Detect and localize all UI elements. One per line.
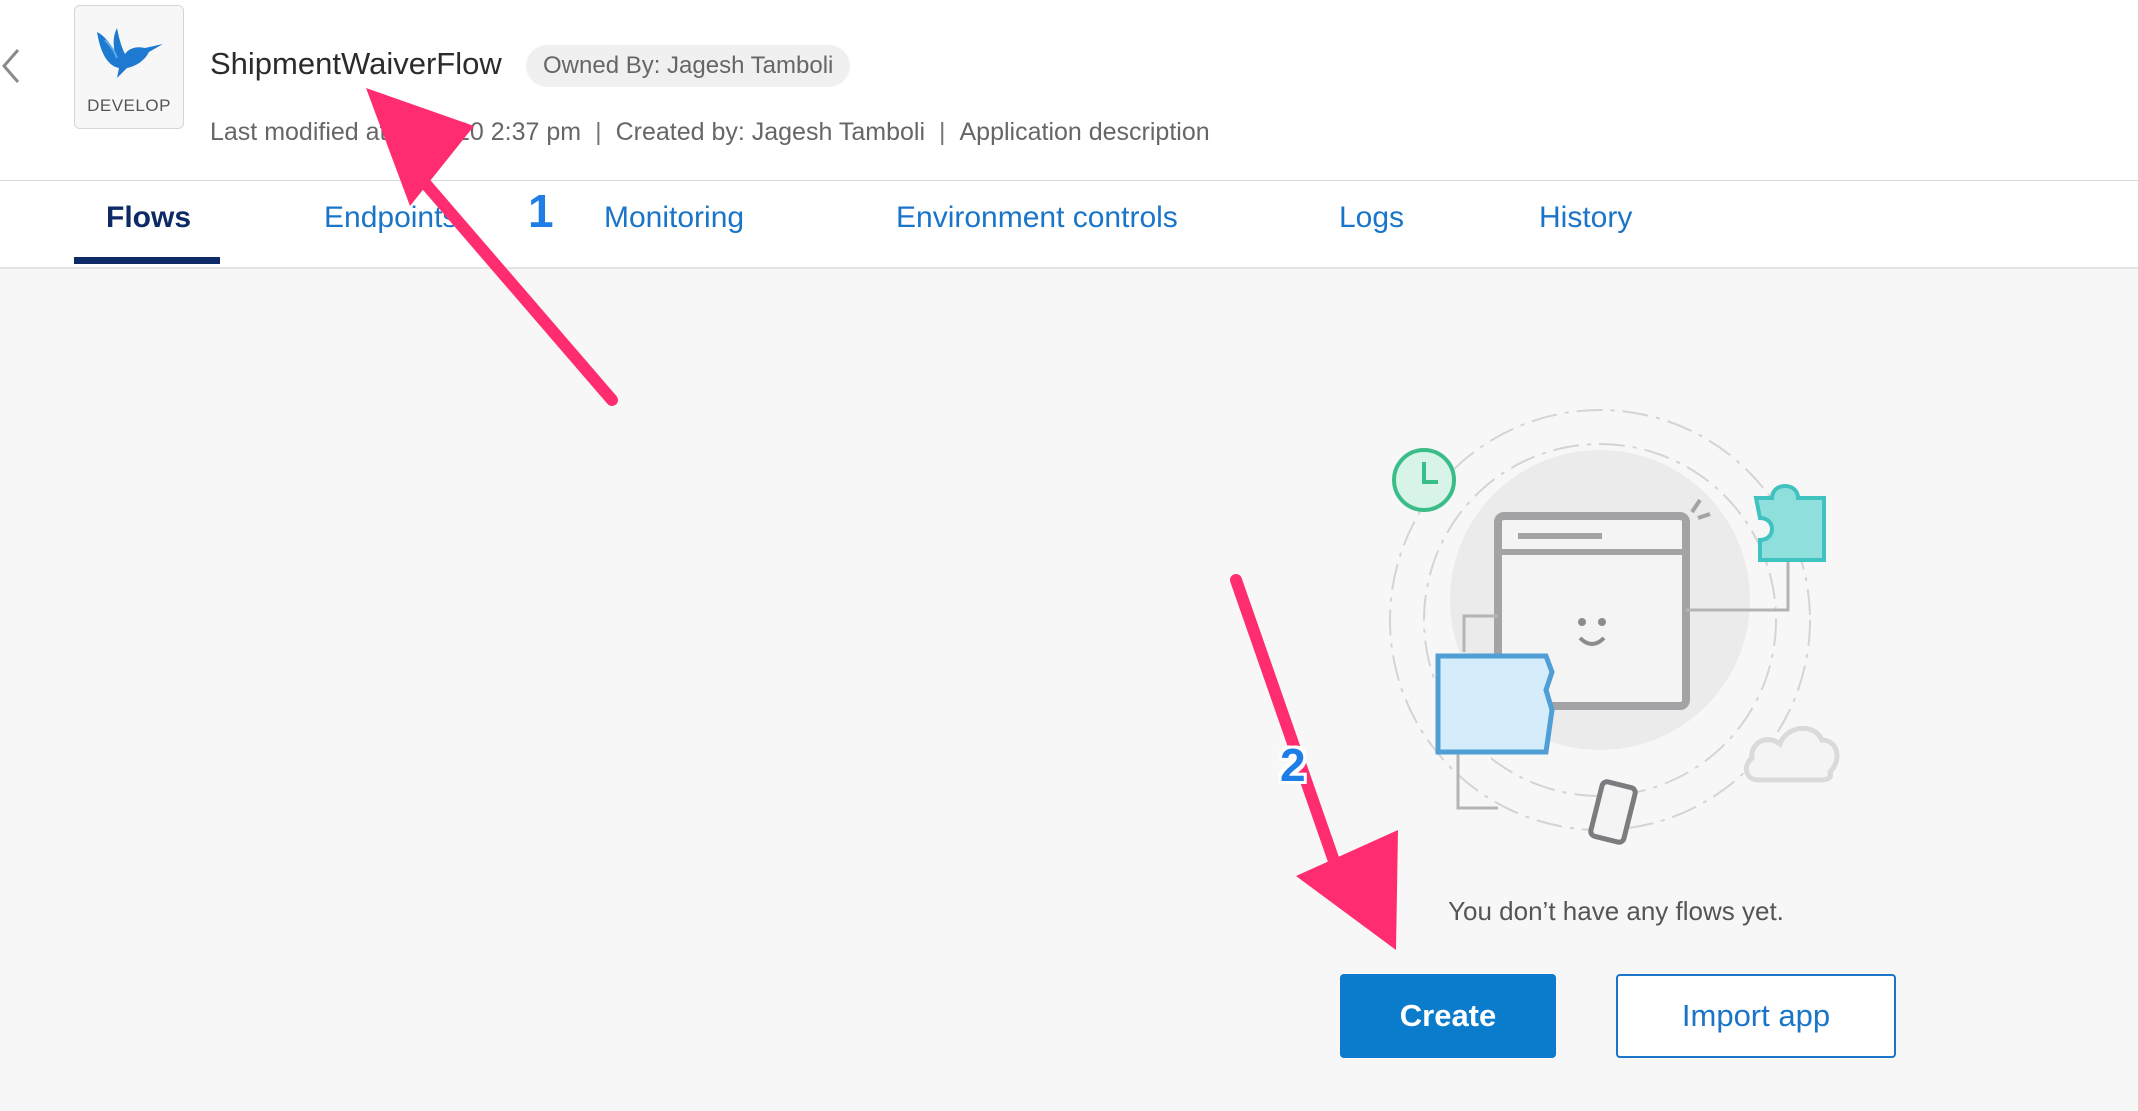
tab-bar: Flows Endpoints Monitoring Environment c…	[0, 181, 2138, 269]
tab-logs[interactable]: Logs	[1339, 201, 1405, 234]
app-icon: DEVELOP	[74, 5, 184, 129]
tab-history[interactable]: History	[1539, 201, 1633, 234]
app-title: ShipmentWaiverFlow	[210, 46, 502, 81]
meta-separator: |	[595, 118, 602, 146]
owner-badge: Owned By: Jagesh Tamboli	[526, 45, 851, 87]
meta-separator: |	[939, 118, 946, 146]
cloud-icon	[1743, 725, 1840, 783]
tab-monitoring[interactable]: Monitoring	[604, 201, 745, 234]
puzzle-piece-icon	[1753, 484, 1826, 562]
app-meta: Last modified at 2020 2:37 pm | Created by…	[210, 118, 1210, 147]
empty-state-message: You don’t have any flows yet.	[1448, 896, 1784, 926]
tab-environment-controls[interactable]: Environment controls	[896, 201, 1178, 234]
created-by: Created by: Jagesh Tamboli	[615, 118, 925, 146]
stage-label: DEVELOP	[87, 96, 171, 115]
create-button[interactable]: Create	[1340, 974, 1556, 1058]
folder-icon	[1435, 653, 1555, 755]
clock-icon	[1392, 448, 1456, 512]
tab-flows[interactable]: Flows	[106, 201, 192, 234]
chevron-left-icon[interactable]	[0, 44, 22, 88]
active-tab-indicator	[74, 257, 220, 264]
callout-number-2: 2	[1280, 739, 1306, 791]
app-header: DEVELOP ShipmentWaiverFlow Owned By: Jag…	[0, 0, 2138, 181]
import-app-button[interactable]: Import app	[1616, 974, 1896, 1058]
tab-endpoints[interactable]: Endpoints	[324, 201, 458, 234]
empty-flows-illustration	[1380, 400, 1860, 860]
arrow-annotation-2	[1230, 574, 1398, 950]
application-description-link[interactable]: Application description	[959, 118, 1210, 146]
phone-icon	[1588, 779, 1638, 845]
last-modified: Last modified at 2020 2:37 pm	[210, 118, 582, 146]
hummingbird-icon	[97, 28, 163, 78]
